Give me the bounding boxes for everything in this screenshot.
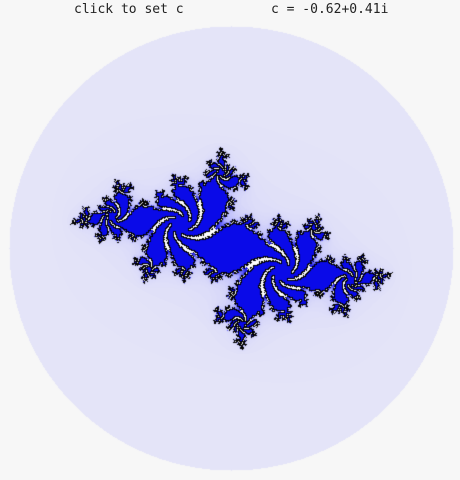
instruction-label: click to set c: [74, 2, 184, 17]
status-bar: click to set c c = -0.62+0.41i: [0, 0, 460, 22]
c-value-readout: c = -0.62+0.41i: [271, 2, 389, 17]
julia-set-canvas[interactable]: [0, 22, 460, 480]
